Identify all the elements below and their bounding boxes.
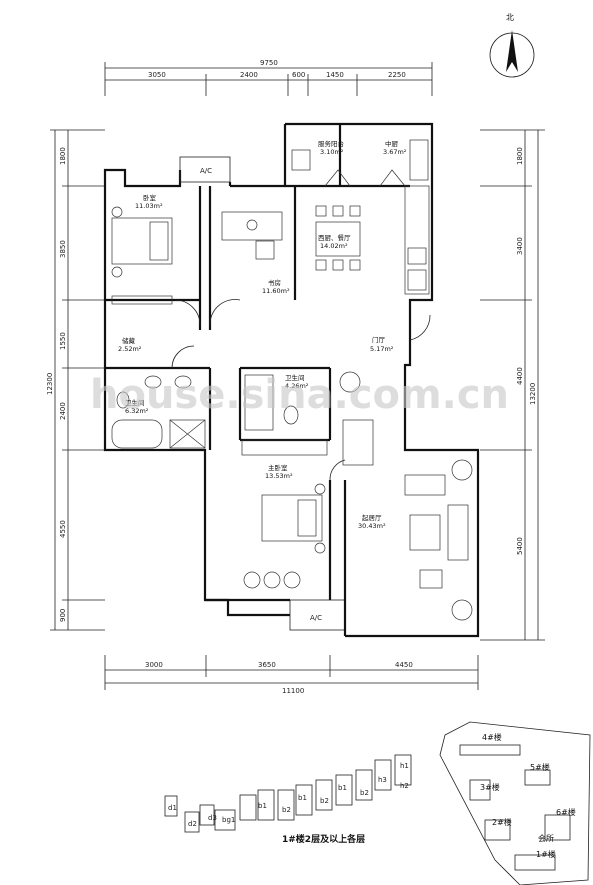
ac-label-top: A/C	[200, 167, 212, 175]
key-unit-h3: h3	[378, 776, 387, 784]
room-western-kitchen-name: 西厨、餐厅	[318, 233, 351, 242]
site-building-2: 2#楼	[492, 817, 512, 827]
compass-north-label: 北	[506, 13, 514, 22]
room-storage-name: 储藏	[122, 336, 136, 345]
key-unit-b2-c: b2	[360, 789, 369, 797]
key-unit-d1: d1	[168, 804, 177, 812]
key-unit-d3: d3	[208, 814, 217, 822]
dim-bottom-seg-1: 3000	[145, 661, 163, 669]
room-bedroom-area: 11.03m²	[135, 202, 163, 210]
room-kitchen-name: 中厨	[385, 139, 399, 148]
dim-left-seg-3: 1550	[59, 332, 67, 350]
key-unit-bg1: bg1	[222, 816, 235, 824]
furniture	[111, 139, 473, 621]
interior-walls	[105, 124, 410, 636]
room-foyer-area: 5.17m²	[370, 345, 394, 353]
bottom-dimensions: 3000 3650 4450 11100	[104, 655, 479, 695]
north-compass: 北	[489, 13, 535, 78]
dim-top-total: 9750	[260, 59, 278, 67]
room-living-area: 30.43m²	[358, 522, 386, 530]
dim-top-seg-4: 1450	[326, 71, 344, 79]
key-plan: d1 d2 d3 bg1 b1 b2 b1 b2 b1 b2 h3 h1 h2 …	[164, 754, 412, 845]
right-dimensions: 1800 3400 4400 5400 13200	[480, 129, 545, 641]
ac-label-bottom: A/C	[310, 614, 322, 622]
room-bath2-area: 4.26m²	[285, 382, 309, 390]
dim-bottom-seg-2: 3650	[258, 661, 276, 669]
key-unit-b1-c: b1	[338, 784, 347, 792]
key-unit-b1-a: b1	[258, 802, 267, 810]
room-bedroom-name: 卧室	[143, 193, 157, 202]
site-building-5: 5#楼	[530, 762, 550, 772]
key-unit-h1: h1	[400, 762, 409, 770]
dim-top-seg-1: 3050	[148, 71, 166, 79]
dim-left-seg-6: 900	[59, 609, 67, 622]
room-living-name: 起居厅	[362, 514, 382, 522]
room-western-kitchen-area: 14.02m²	[320, 242, 348, 250]
site-clubhouse: 会所	[538, 833, 554, 843]
dim-bottom-seg-3: 4450	[395, 661, 413, 669]
dim-left-seg-5: 4550	[59, 520, 67, 538]
key-unit-h2: h2	[400, 782, 409, 790]
dim-right-seg-1: 1800	[516, 147, 524, 165]
dim-right-seg-2: 3400	[516, 237, 524, 255]
room-labels: 服务阳台 3.10m² 中厨 3.67m² 卧室 11.03m² 书房 11.6…	[118, 139, 407, 530]
room-study-area: 11.60m²	[262, 287, 290, 295]
room-master-name: 主卧室	[268, 463, 288, 472]
dim-right-total: 13200	[529, 383, 537, 405]
room-foyer-name: 门厅	[372, 335, 386, 344]
left-dimensions: 12300 1800 3850 1550 2400 4550 900	[46, 129, 105, 631]
key-plan-caption: 1#楼2层及以上各层	[282, 833, 365, 845]
room-bath2-name: 卫生间	[285, 373, 305, 382]
site-building-6: 6#楼	[556, 807, 576, 817]
dim-left-total: 12300	[46, 373, 54, 395]
room-service-balcony-name: 服务阳台	[318, 139, 344, 148]
room-bath1-name: 卫生间	[125, 398, 145, 407]
dim-right-seg-3: 4400	[516, 367, 524, 385]
room-kitchen-area: 3.67m²	[383, 148, 407, 156]
room-bath1-area: 6.32m²	[125, 407, 149, 415]
top-dimensions: 9750 3050 2400 600 1450 2250	[104, 59, 433, 96]
dim-top-seg-3: 600	[292, 71, 305, 79]
watermark: house.sina.com.cn	[90, 372, 509, 418]
key-unit-d2: d2	[188, 820, 197, 828]
dim-left-seg-1: 1800	[59, 147, 67, 165]
key-unit-b2-a: b2	[282, 806, 291, 814]
site-building-4: 4#楼	[482, 732, 502, 742]
room-storage-area: 2.52m²	[118, 345, 142, 353]
exterior-walls	[103, 122, 480, 638]
dim-top-seg-2: 2400	[240, 71, 258, 79]
dim-left-seg-4: 2400	[59, 402, 67, 420]
dim-left-seg-2: 3850	[59, 240, 67, 258]
dim-right-seg-4: 5400	[516, 537, 524, 555]
dim-bottom-total: 11100	[282, 687, 304, 695]
key-unit-b2-b: b2	[320, 797, 329, 805]
key-unit-b1-b: b1	[298, 794, 307, 802]
room-service-balcony-area: 3.10m²	[320, 148, 344, 156]
site-plan: 4#楼 3#楼 5#楼 2#楼 6#楼 会所 1#楼	[439, 721, 591, 885]
dim-top-seg-5: 2250	[388, 71, 406, 79]
site-building-1: 1#楼	[536, 849, 556, 859]
site-building-3: 3#楼	[480, 782, 500, 792]
room-master-area: 13.53m²	[265, 472, 293, 480]
room-study-name: 书房	[268, 278, 281, 287]
